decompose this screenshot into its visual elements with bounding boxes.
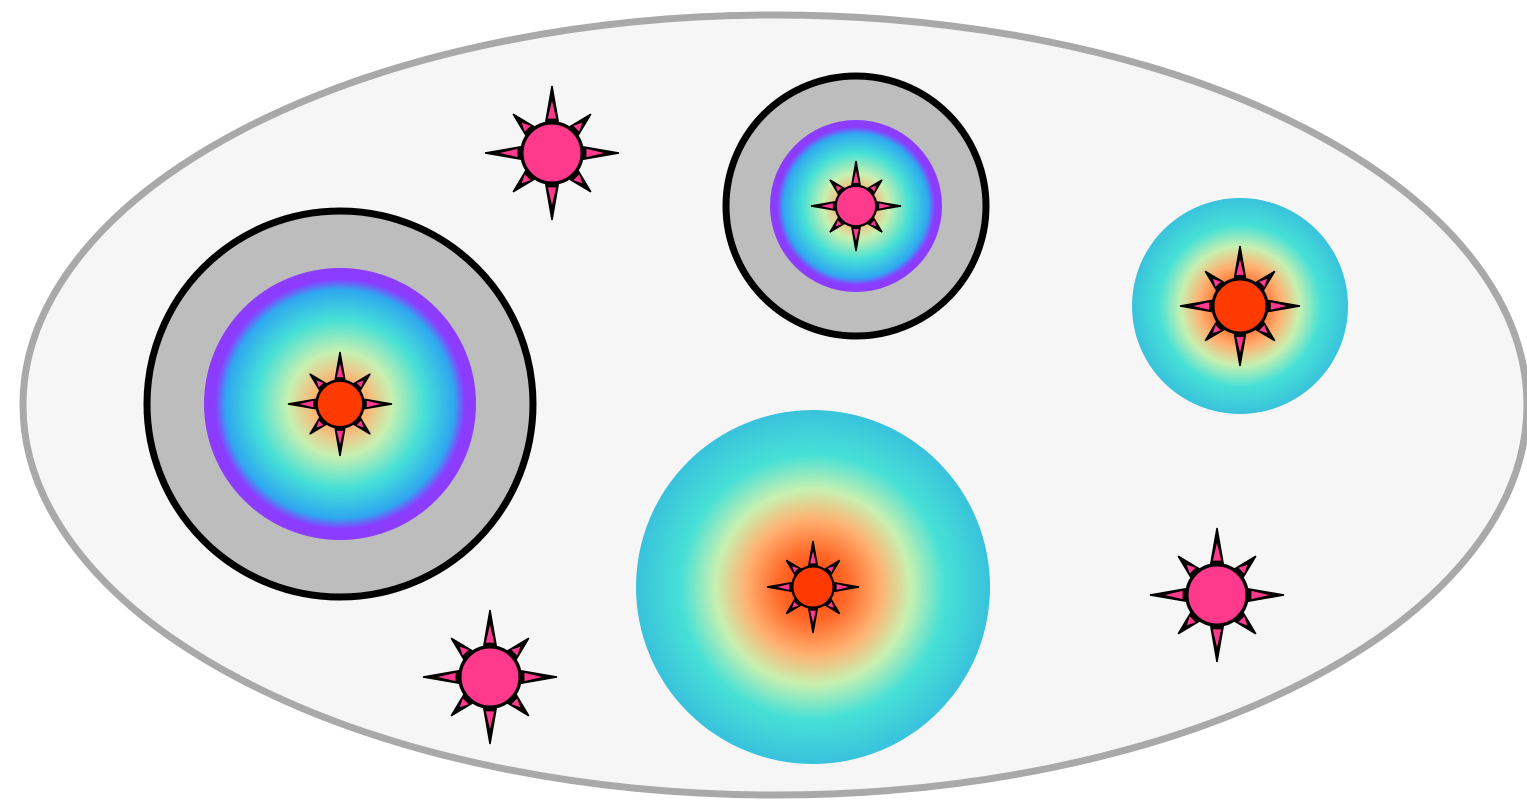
node-left-ringed: [147, 211, 533, 597]
node-star-top-core: [522, 123, 582, 183]
node-top-ringed-core: [836, 186, 877, 227]
node-center-halo-core: [792, 566, 833, 607]
node-star-bottom-right-core: [1187, 565, 1247, 625]
node-left-ringed-core: [317, 381, 364, 428]
node-right-halo: [1132, 198, 1348, 414]
node-star-bottom-left-core: [460, 647, 520, 707]
node-top-ringed: [726, 76, 986, 336]
node-right-halo-core: [1213, 279, 1267, 333]
node-center-halo: [636, 410, 990, 764]
